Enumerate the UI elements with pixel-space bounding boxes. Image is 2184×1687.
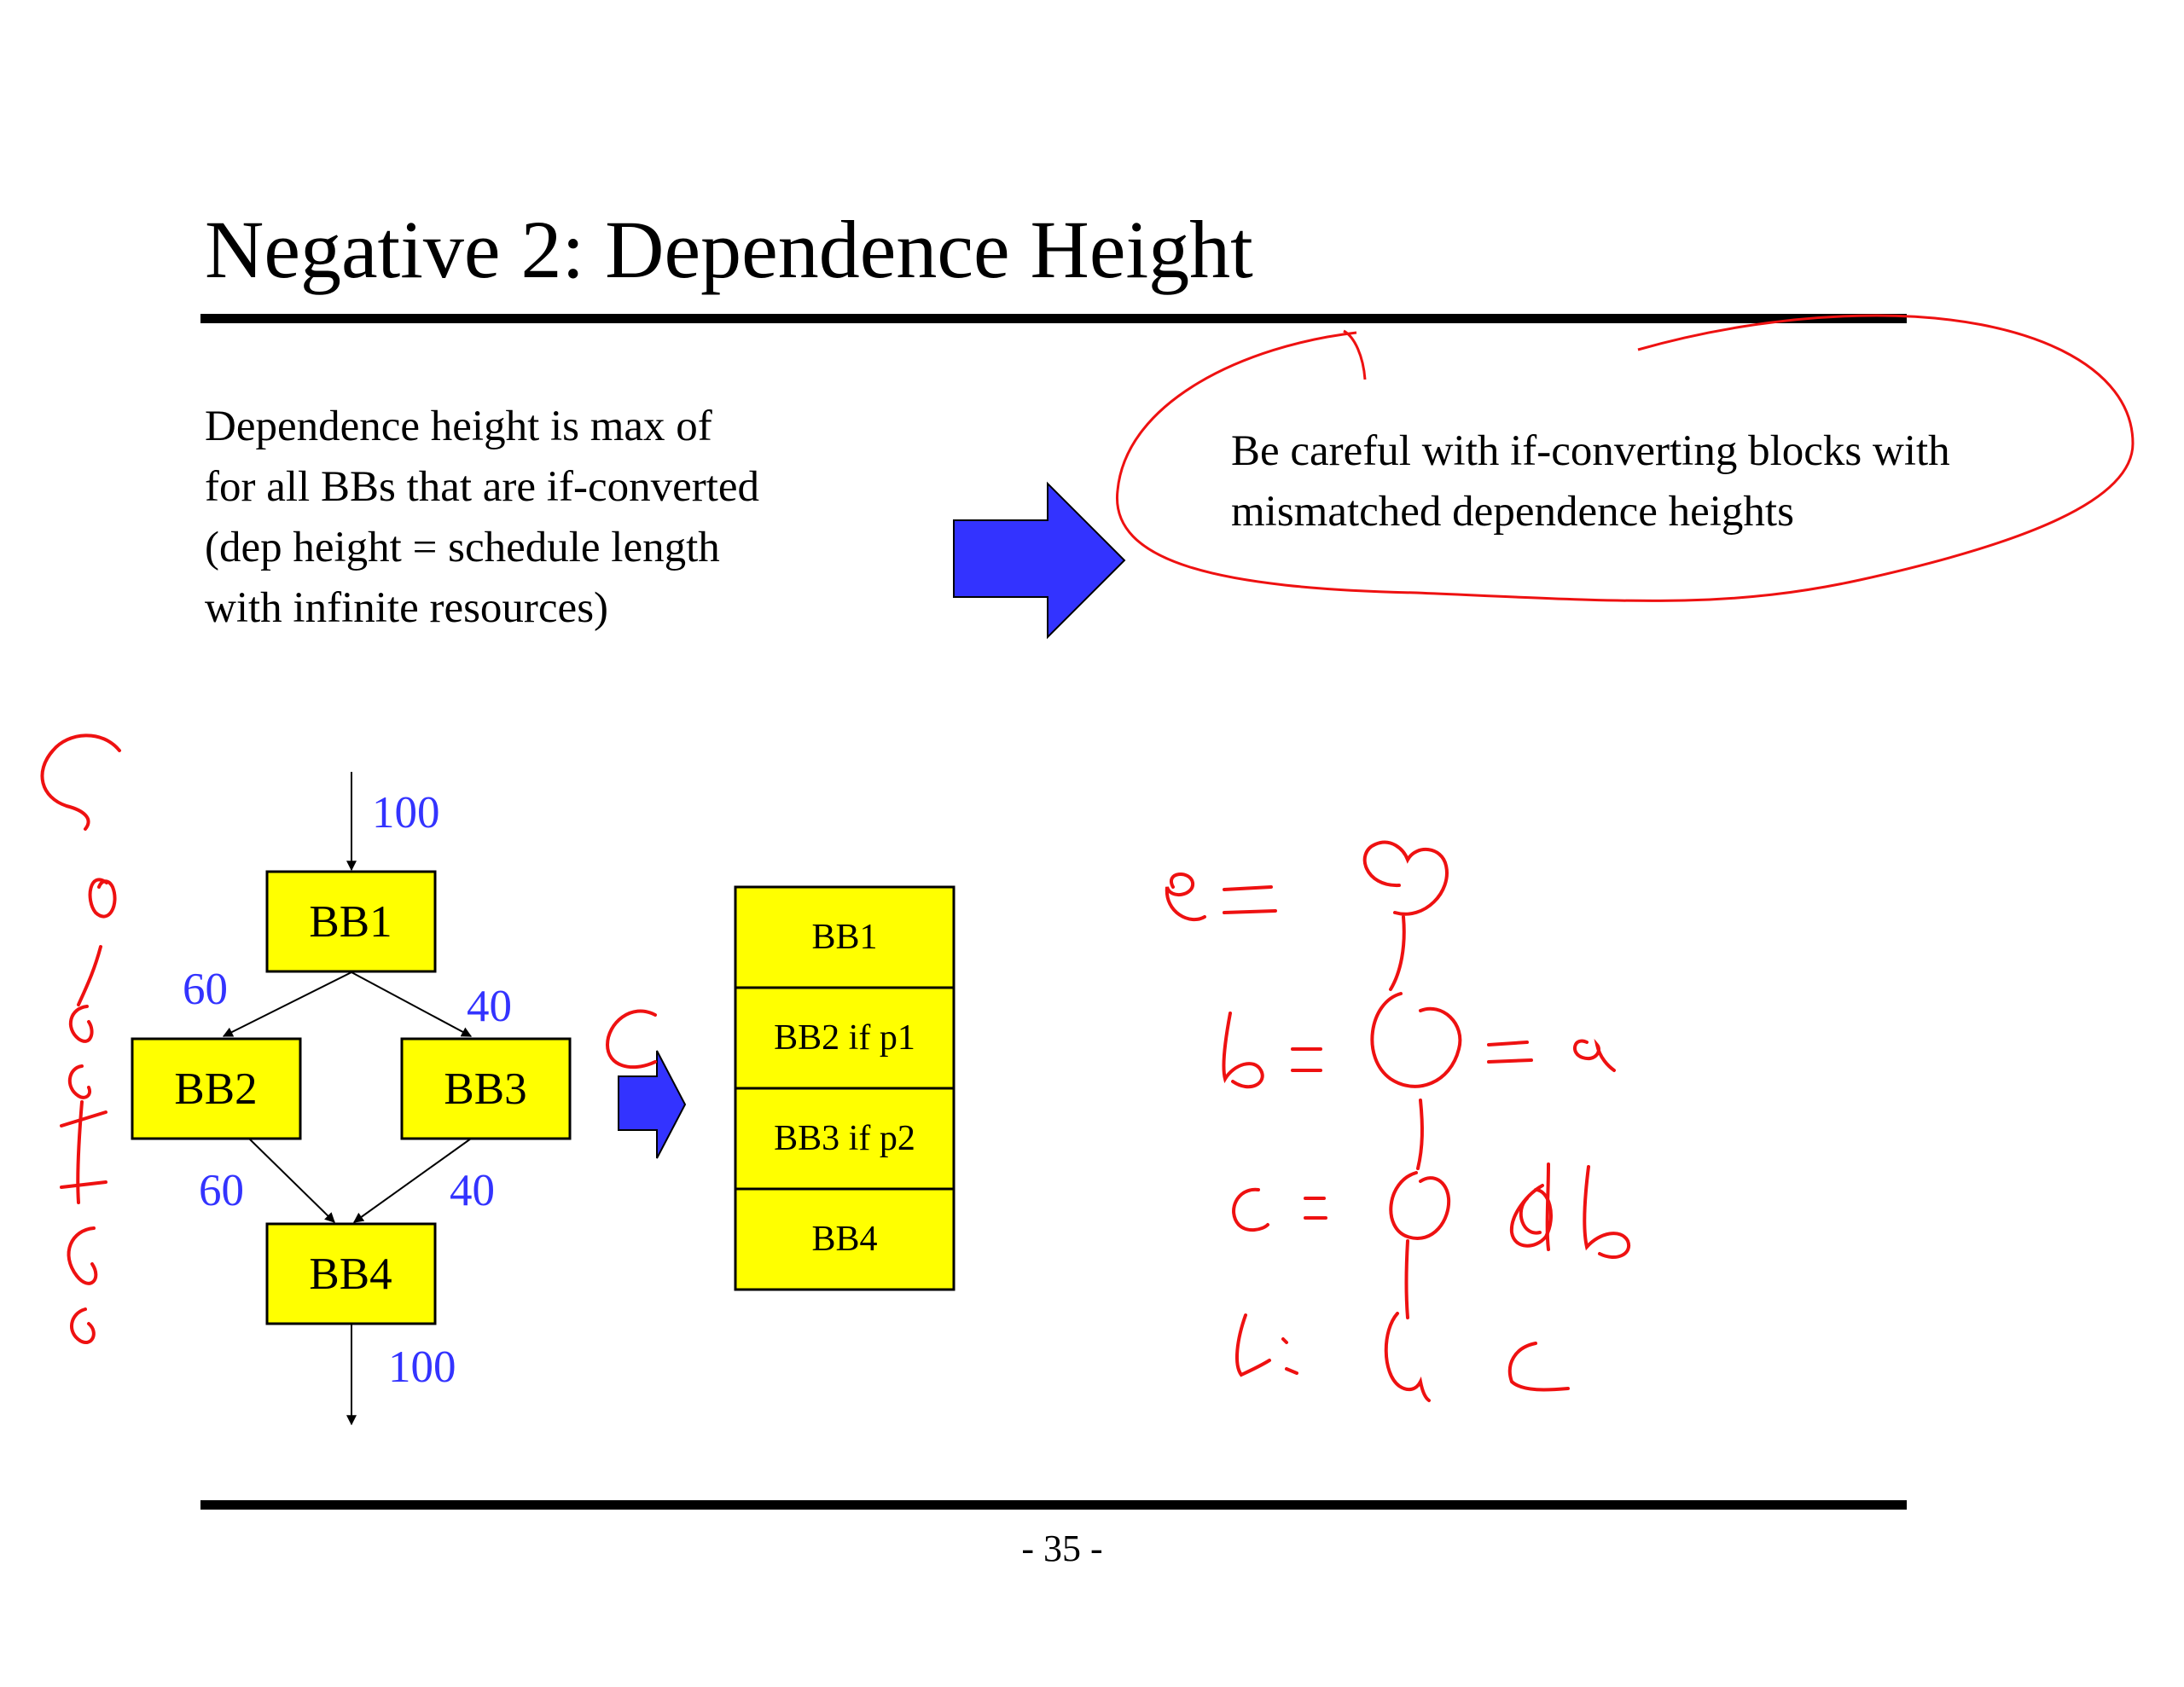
- stack-row: [734, 885, 956, 989]
- edge-bb1-bb2: [222, 971, 352, 1037]
- big-right-arrow: [953, 481, 1126, 640]
- footer-rule: [200, 1500, 1907, 1510]
- small-right-arrow: [618, 1050, 687, 1159]
- slide-title: Negative 2: Dependence Height: [205, 204, 1253, 295]
- stack-row-label: BB2 if p1: [774, 1018, 915, 1058]
- handwritten-dependence-chain: [1165, 840, 1631, 1402]
- stack-row: [734, 986, 956, 1090]
- stack-row-label: BB4: [811, 1220, 877, 1259]
- handwritten-stroke: [1343, 329, 1367, 380]
- stack-row: [734, 1187, 956, 1291]
- text-line: mismatched dependence heights: [1231, 488, 1794, 536]
- callout-text: Be careful with if-converting blocks wit…: [1231, 421, 1950, 542]
- page-number: - 35 -: [1021, 1528, 1103, 1569]
- edge-bb1-bb3: [351, 971, 473, 1037]
- block-label: BB4: [309, 1249, 392, 1299]
- dependence-height-text: Dependence height is max of for all BBs …: [205, 397, 759, 639]
- if-converted-stack: BB1 BB2 if p1 BB3 if p2 BB4: [734, 885, 956, 1291]
- edge-label-bb1-bb3: 40: [467, 982, 512, 1031]
- stack-row: [734, 1087, 956, 1191]
- title-rule: [200, 314, 1907, 323]
- cfg-block-bb1: BB1: [265, 870, 437, 973]
- edge-label-bb2-bb4: 60: [199, 1166, 244, 1215]
- edge-label-entry: 100: [372, 788, 440, 838]
- text-line: for all BBs that are if-converted: [205, 463, 760, 511]
- text-line: Be careful with if-converting blocks wit…: [1231, 427, 1950, 475]
- block-label: BB2: [174, 1064, 257, 1114]
- edge-label-bb3-bb4: 40: [450, 1166, 495, 1215]
- stack-row-label: BB3 if p2: [774, 1119, 915, 1158]
- edge-bb3-bb4: [353, 1138, 472, 1223]
- text-line: (dep height = schedule length: [205, 524, 720, 571]
- cfg-block-bb3: BB3: [400, 1037, 572, 1140]
- edge-label-bb1-bb2: 60: [183, 965, 228, 1014]
- block-label: BB1: [309, 897, 392, 947]
- handwritten-ellipse: [1116, 314, 2135, 602]
- stack-row-label: BB1: [811, 918, 877, 957]
- text-line: Dependence height is max of: [205, 403, 712, 450]
- text-line: with infinite resources): [205, 584, 609, 632]
- cfg-block-bb4: BB4: [265, 1222, 437, 1325]
- edge-bb2-bb4: [248, 1138, 335, 1223]
- edge-label-exit: 100: [388, 1342, 456, 1392]
- block-label: BB3: [444, 1064, 526, 1114]
- handwritten-mark: [605, 1009, 657, 1070]
- cfg-block-bb2: BB2: [131, 1037, 302, 1140]
- handwritten-scribble-left: [40, 733, 121, 1344]
